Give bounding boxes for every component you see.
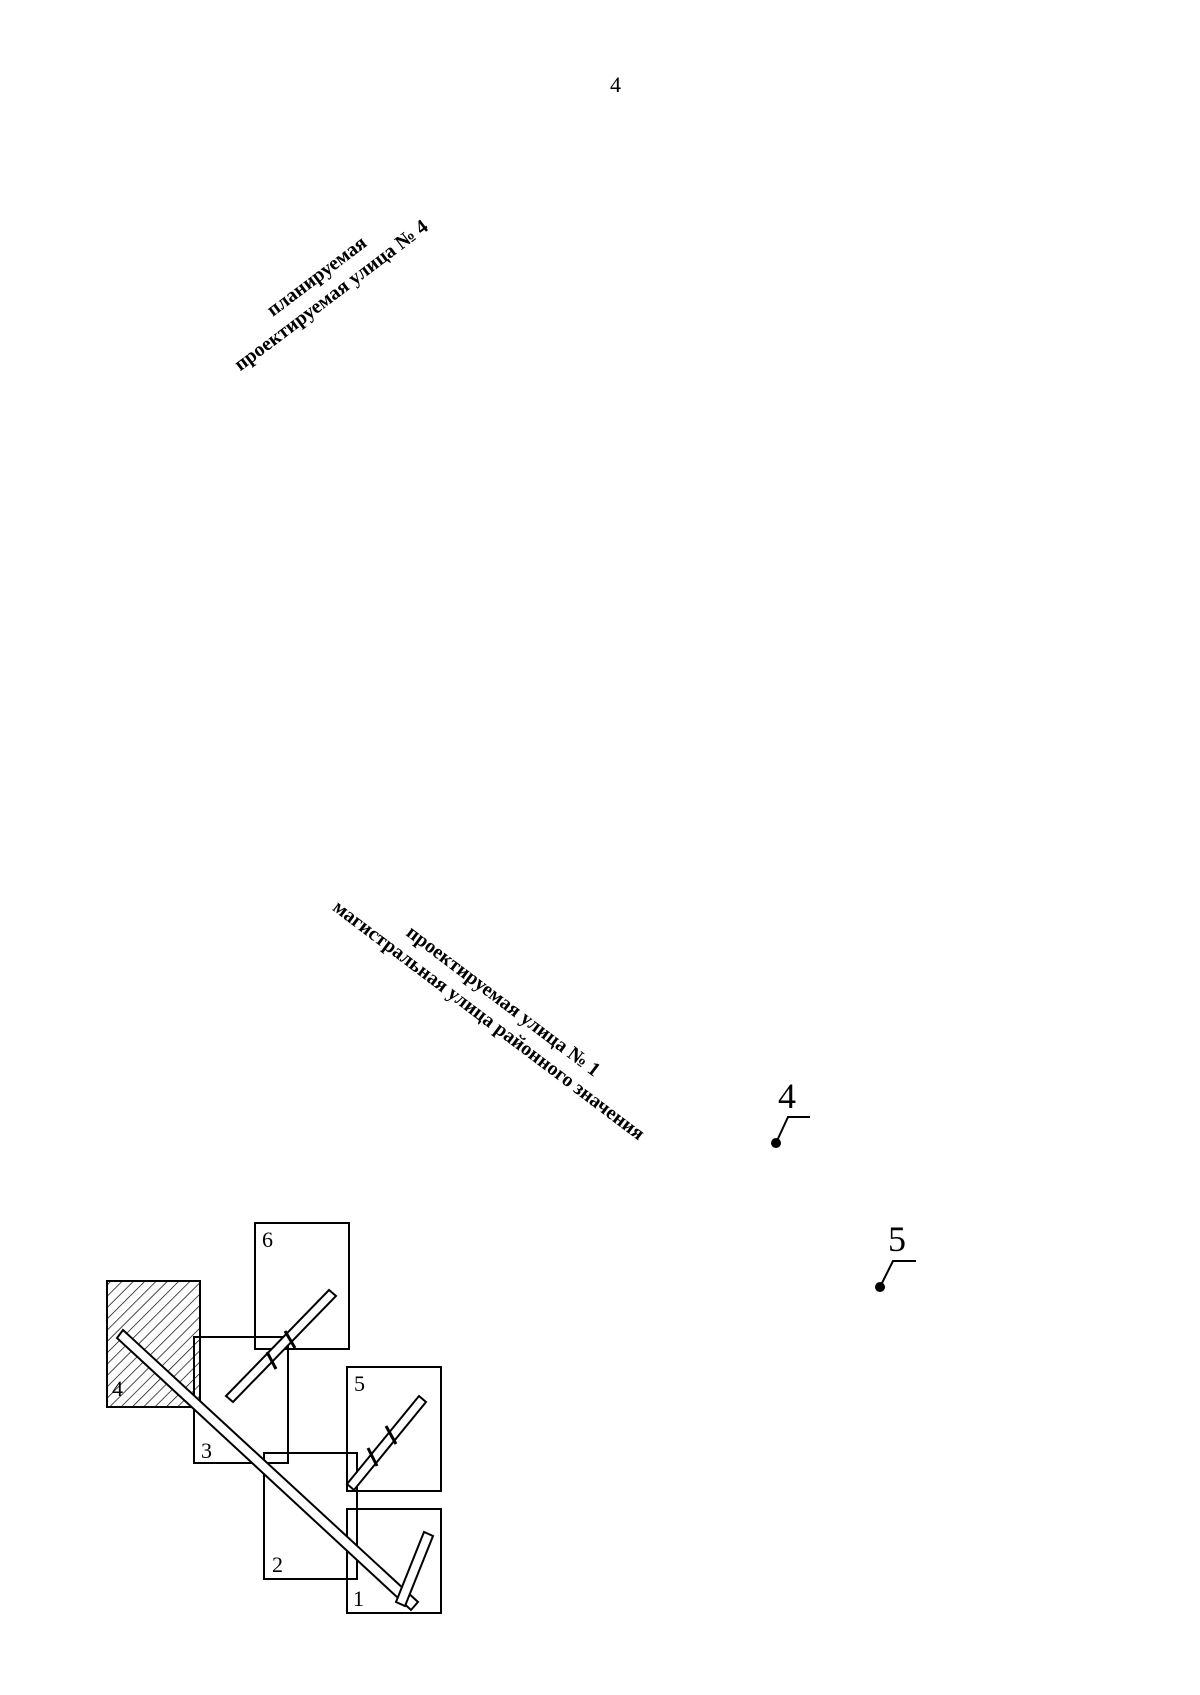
road-network [115, 1288, 435, 1612]
marker-5-label: 5 [888, 1219, 906, 1259]
road-tick-marks [265, 1330, 398, 1467]
marker-4-label: 4 [778, 1076, 796, 1116]
road-main [115, 1328, 420, 1612]
sheet-3-label: 3 [201, 1438, 212, 1463]
sheet-6-frame [254, 1222, 350, 1350]
road-end-bar [394, 1530, 435, 1608]
tick-mark [384, 1425, 398, 1445]
sheet-1-label: 1 [353, 1586, 364, 1611]
sheet-5-label: 5 [354, 1371, 365, 1396]
tick-mark [366, 1447, 379, 1467]
page-number: 4 [610, 72, 621, 97]
sheet-2-frame [263, 1452, 358, 1580]
sheet-2-label: 2 [272, 1552, 283, 1577]
tick-mark [265, 1351, 278, 1370]
road-branch-upper [224, 1288, 338, 1404]
marker-4-leader [771, 1116, 810, 1148]
marker-4-line [775, 1116, 810, 1144]
marker-5-line [879, 1260, 916, 1288]
tick-mark [283, 1330, 297, 1349]
sheet-4-label: 4 [112, 1376, 123, 1401]
marker-5-leader [875, 1260, 916, 1292]
sheet-5-frame [346, 1366, 442, 1492]
road-branch-lower [345, 1394, 428, 1492]
sheet-1-frame [346, 1508, 442, 1614]
sheet-6-label: 6 [262, 1227, 273, 1252]
sheet-numbers: 6 4 3 5 2 1 [112, 1227, 365, 1611]
